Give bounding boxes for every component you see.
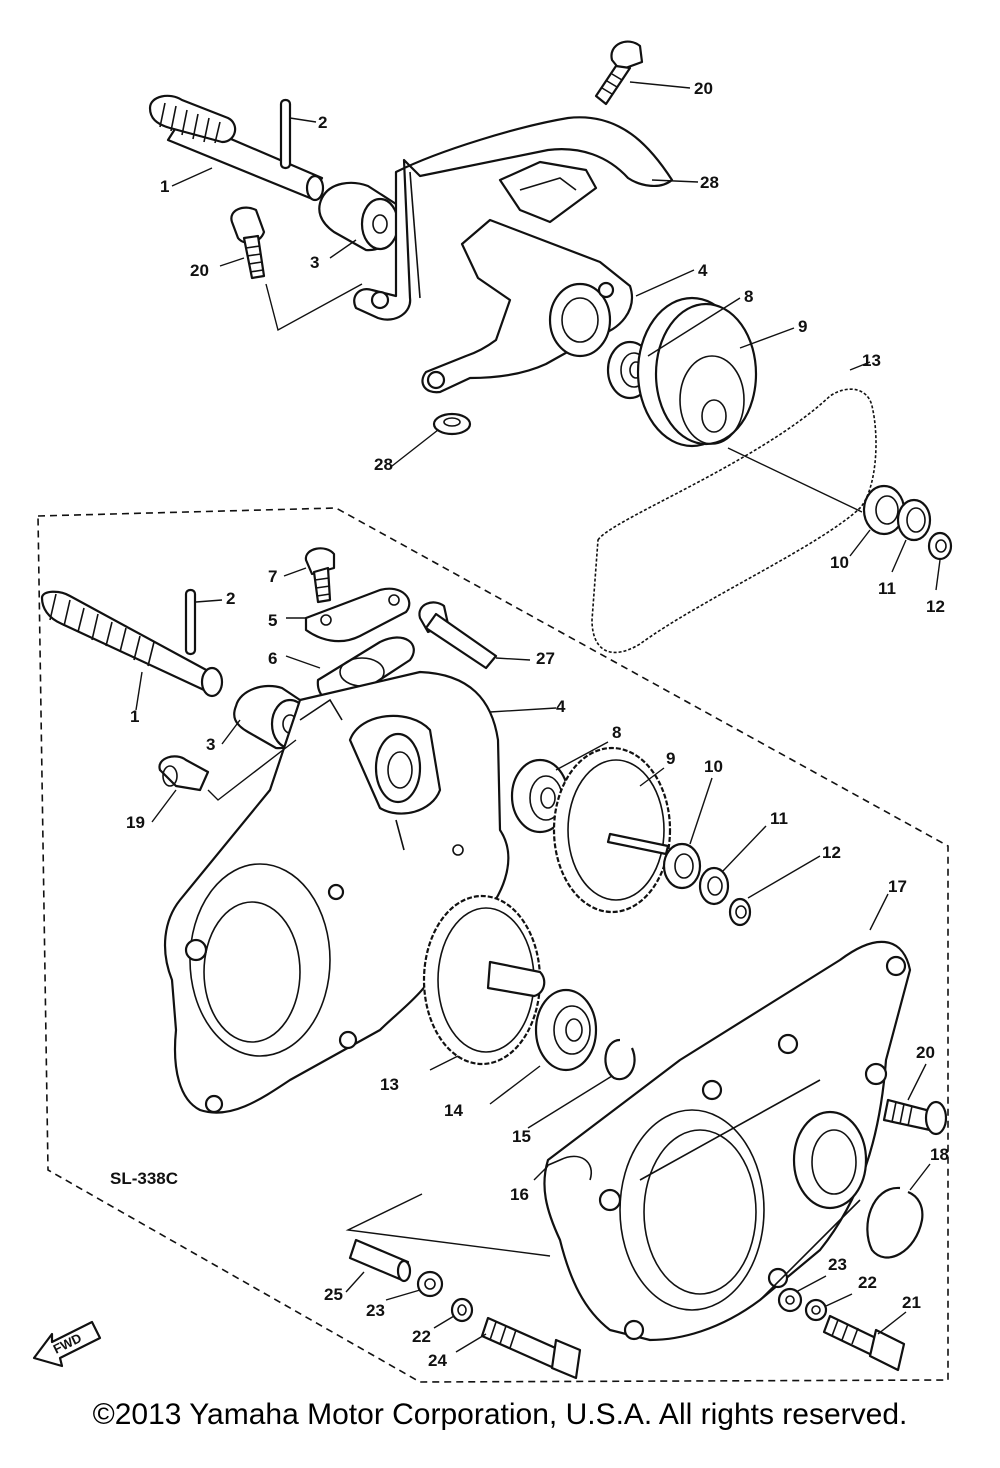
lower-part-label: 9 — [666, 749, 675, 768]
upper-part-label: 28 — [374, 455, 393, 474]
lower-assembly — [32, 507, 949, 1383]
lower-bolt-27 — [418, 601, 498, 670]
fwd-arrow-icon — [32, 1320, 102, 1368]
upper-bracket — [353, 116, 674, 321]
lower-part-label: 14 — [444, 1101, 463, 1120]
upper-arm — [421, 218, 633, 394]
lower-bolt-7 — [304, 547, 336, 604]
upper-shaft — [148, 94, 325, 202]
lower-part-label: 20 — [916, 1043, 935, 1062]
copyright-notice: ©2013 Yamaha Motor Corporation, U.S.A. A… — [92, 1398, 908, 1431]
upper-part-label: 10 — [830, 553, 849, 572]
lower-washers-left — [416, 1270, 474, 1323]
upper-part-label: 13 — [862, 351, 881, 370]
upper-part-label: 28 — [700, 173, 719, 192]
lower-part-label: 8 — [612, 723, 621, 742]
lower-gear-13 — [422, 894, 546, 1066]
lower-part-label: 18 — [930, 1145, 949, 1164]
lower-part-label: 23 — [366, 1301, 385, 1320]
upper-washer-28 — [432, 412, 472, 436]
lower-housing — [163, 670, 510, 1114]
upper-part-label: 20 — [694, 79, 713, 98]
lower-washers-right — [777, 1287, 828, 1322]
lower-part-label: 6 — [268, 649, 277, 668]
lower-part-label: 19 — [126, 813, 145, 832]
lower-circlip-15 — [604, 1038, 636, 1081]
upper-part-label: 1 — [160, 177, 169, 196]
lower-part-label: 23 — [828, 1255, 847, 1274]
upper-part-label: 20 — [190, 261, 209, 280]
lower-part-label: 4 — [556, 697, 566, 716]
lower-bearing-14 — [534, 988, 598, 1072]
lower-part-label: 25 — [324, 1285, 343, 1304]
lower-plate-5 — [304, 587, 411, 643]
lower-bolt-20 — [882, 1098, 948, 1136]
lower-part-label: 3 — [206, 735, 215, 754]
lower-part-label: 13 — [380, 1075, 399, 1094]
lower-gasket-16-line — [545, 1155, 593, 1181]
lower-bolt-19 — [158, 755, 210, 792]
lower-part-label: 10 — [704, 757, 723, 776]
upper-assembly — [148, 40, 953, 654]
lower-part-label: 24 — [428, 1351, 447, 1370]
lower-part-label: 2 — [226, 589, 235, 608]
upper-part-label: 9 — [798, 317, 807, 336]
upper-chain — [591, 388, 877, 654]
upper-bolt-left — [230, 206, 266, 280]
lower-washers — [662, 842, 752, 927]
lower-part-label: 27 — [536, 649, 555, 668]
lower-part-label: 17 — [888, 877, 907, 896]
upper-pin — [279, 98, 292, 170]
lower-part-label: 11 — [770, 809, 788, 828]
upper-part-label: 2 — [318, 113, 327, 132]
lower-leader-lines — [135, 567, 931, 1353]
upper-part-label: 8 — [744, 287, 753, 306]
lower-part-label: 22 — [858, 1273, 877, 1292]
lower-bolt-24 — [480, 1316, 582, 1380]
lower-part-label: 1 — [130, 707, 139, 726]
lower-pin — [184, 588, 197, 656]
lower-gear-9 — [552, 746, 672, 914]
lower-part-label: 12 — [822, 843, 841, 862]
lower-bolt-21 — [822, 1314, 906, 1372]
lower-part-label: 21 — [902, 1293, 921, 1312]
upper-washers — [862, 484, 953, 561]
assembly-boundary — [37, 507, 949, 1383]
lower-part-label: 16 — [510, 1185, 529, 1204]
lower-shaft — [40, 590, 224, 698]
upper-part-label: 4 — [698, 261, 708, 280]
lower-part-label: 15 — [512, 1127, 531, 1146]
upper-bolt-top — [594, 40, 644, 106]
upper-leader-lines — [171, 81, 941, 591]
lower-dowel-25 — [348, 1238, 412, 1283]
lower-part-label: 22 — [412, 1327, 431, 1346]
upper-part-label: 3 — [310, 253, 319, 272]
upper-pulley — [636, 296, 758, 448]
lower-cover — [543, 940, 912, 1342]
lower-part-label: 5 — [268, 611, 277, 630]
upper-part-label: 12 — [926, 597, 945, 616]
upper-part-label: 11 — [878, 579, 896, 598]
diagram-code: SL-338C — [110, 1169, 178, 1188]
lower-part-label: 7 — [268, 567, 277, 586]
upper-bushing — [318, 181, 400, 252]
lower-circlip-18 — [866, 1186, 924, 1259]
